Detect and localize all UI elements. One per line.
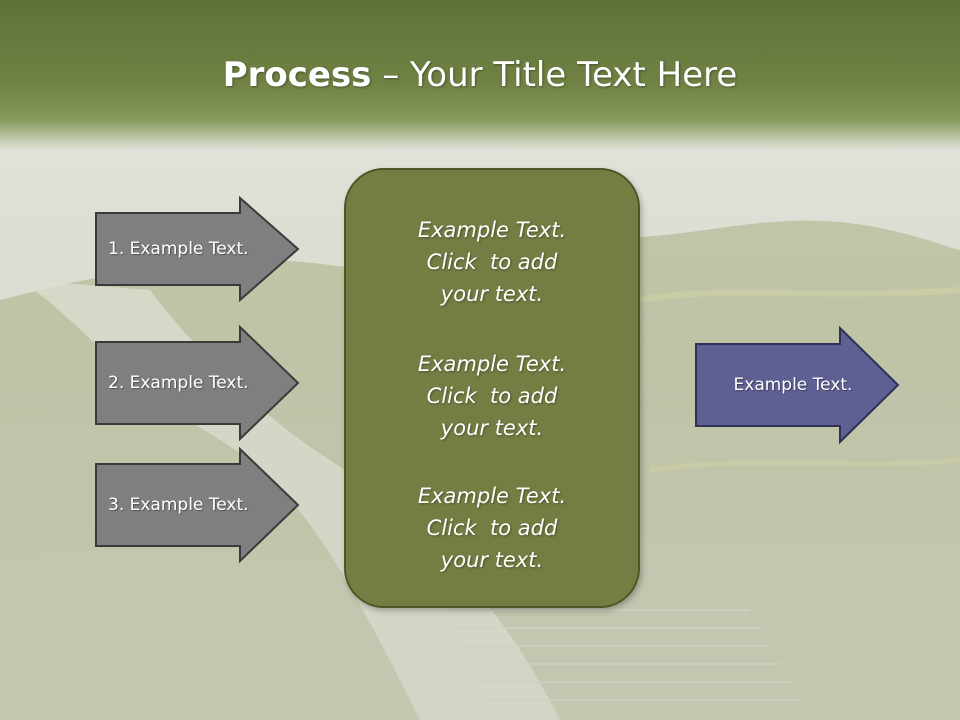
step-arrow-label: 2. Example Text. [108,373,249,393]
panel-line: your text. [440,548,544,572]
title-bold: Process [222,55,372,95]
step-arrow-label: 1. Example Text. [108,239,249,259]
arrow-shape [95,195,300,303]
arrow-shape [695,325,900,445]
center-panel[interactable]: Example Text. Click to add your text. Ex… [344,168,640,608]
panel-line: Example Text. [417,218,567,242]
step-arrow-2[interactable]: 2. Example Text. [95,324,300,442]
panel-line: Example Text. [417,484,567,508]
page-title: Process – Your Title Text Here [0,52,960,98]
panel-line: Click to add [426,516,558,540]
panel-item-3: Example Text. Click to add your text. [346,480,638,576]
title-bar [0,0,960,150]
result-arrow-label: Example Text. [733,375,853,395]
panel-line: Click to add [426,250,558,274]
arrow-shape [95,446,300,564]
step-arrow-label: 3. Example Text. [108,495,249,515]
step-arrow-3[interactable]: 3. Example Text. [95,446,300,564]
panel-item-2: Example Text. Click to add your text. [346,348,638,444]
panel-line: your text. [440,416,544,440]
title-rest: – Your Title Text Here [371,55,738,95]
panel-line: Example Text. [417,352,567,376]
panel-item-1: Example Text. Click to add your text. [346,214,638,310]
arrow-shape [95,324,300,442]
result-arrow[interactable]: Example Text. [695,325,900,445]
panel-line: your text. [440,282,544,306]
panel-line: Click to add [426,384,558,408]
step-arrow-1[interactable]: 1. Example Text. [95,195,300,303]
